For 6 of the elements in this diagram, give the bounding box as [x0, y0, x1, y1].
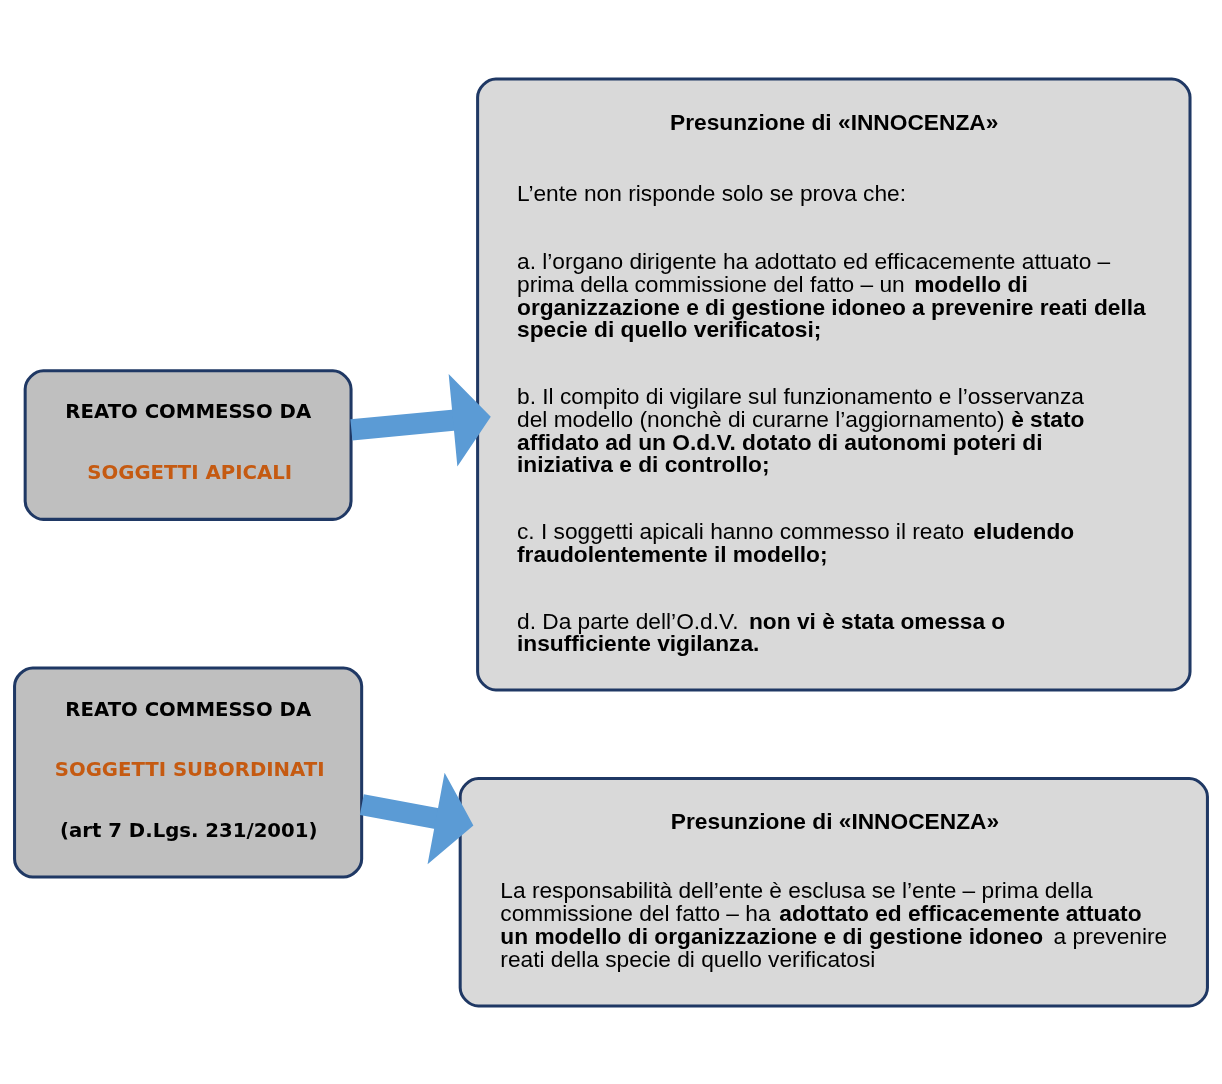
node-box: Presunzione di «INNOCENZA» La responsabilità dell’ente è esclusa se l’ente – prima della commissione del fatto – ha adottato ed efficacemente attuato un modello di organizzazione e di gestione idoneo a prevenire reati della specie di quello verificatosi — [458, 776, 1209, 1007]
node-box: Presunzione di «INNOCENZA» L’ente non risponde solo se prova che: a. l’organo dirigente ha adottato ed efficacemente attuato – prima della commissione del fatto – un modello di organizzazione e di gestione idoneo a prevenire reati della specie di quello verificatosi; b. Il compito di vigilare sul funzionamento e l’osservanza del modello (nonchè di curarne l’aggiornamento) è stato affidato ad un O.d.V. dotato di autonomi poteri di iniziativa e di controllo; c. I soggetti apicali hanno commesso il reato eludendo fraudolentemente il modello; d. Da parte dell’O.d.V. non vi è stata omessa o insufficiente vigilanza. — [476, 77, 1192, 691]
node-box: REATO COMMESSO DA SOGGETTI APICALI — [23, 368, 353, 521]
arrow — [350, 373, 491, 467]
arrow — [359, 772, 474, 864]
node-box: REATO COMMESSO DA SOGGETTI SUBORDINATI (art 7 D.Lgs. 231/2001) — [13, 665, 364, 879]
